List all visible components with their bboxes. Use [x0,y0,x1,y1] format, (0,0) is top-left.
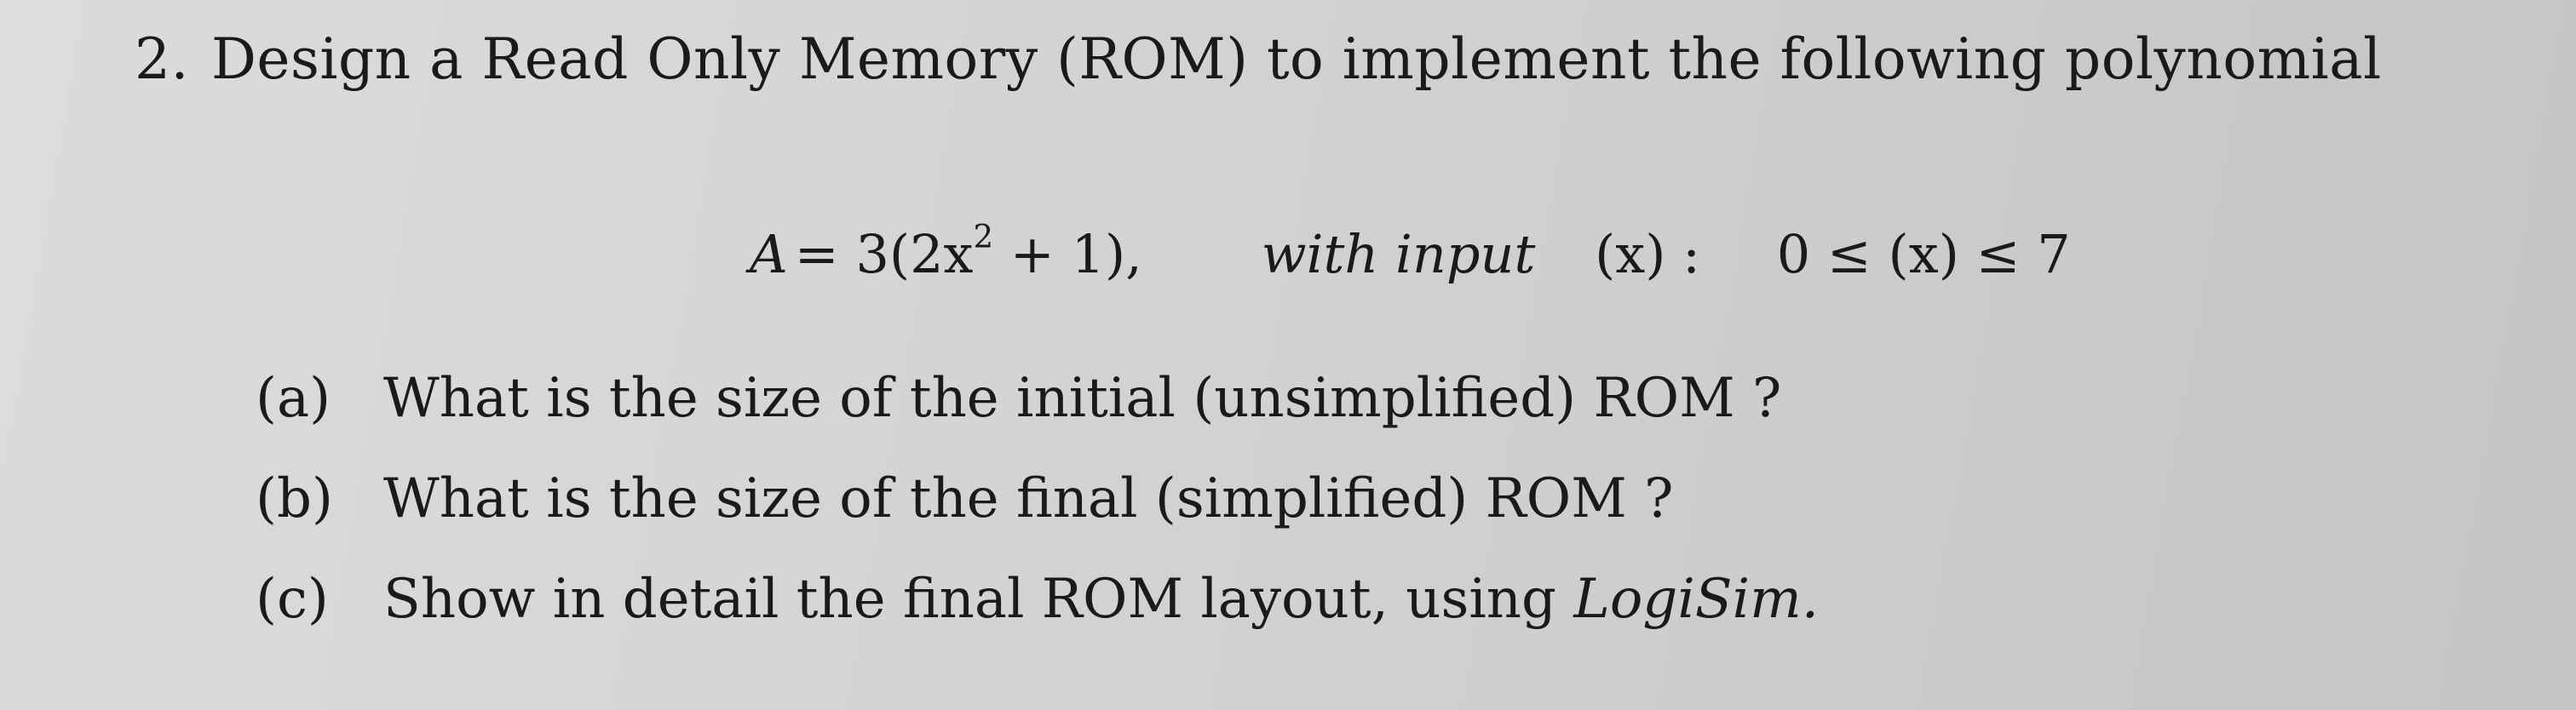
polynomial-equation: A= 3(2x2 + 1), with input (x) : 0 ≤ (x) … [750,220,2071,286]
equation-lhs: A [750,223,788,285]
sub-question-text: What is the size of the initial (unsimpl… [383,367,1782,430]
sub-question-a: (a) What is the size of the initial (unsi… [256,366,1819,467]
sub-question-label: (b) [256,467,333,530]
equation-with-input: with input [1261,223,1536,285]
problem-title-text: Design a Read Only Memory (ROM) to imple… [210,26,2382,92]
sub-question-label: (c) [256,568,329,631]
sub-question-b: (b) What is the size of the final (simpli… [256,467,1819,567]
problem-number: 2. [135,26,189,92]
equation-rhs: = 3(2x [794,223,974,285]
equation-variable: (x) : [1595,223,1701,285]
equation-range: 0 ≤ (x) ≤ 7 [1776,223,2071,285]
problem-heading: 2. Design a Read Only Memory (ROM) to imp… [135,26,2382,93]
sub-question-text: Show in detail the final ROM layout, usi… [383,568,1574,631]
sub-question-c: (c) Show in detail the final ROM layout, … [256,567,1819,667]
sub-question-text: What is the size of the final (simplifie… [383,467,1674,530]
equation-exponent: 2 [973,217,994,255]
sub-questions: (a) What is the size of the initial (unsi… [256,366,1819,667]
logisim-emphasis: LogiSim. [1573,568,1820,631]
equation-rhs-tail: + 1), [993,223,1142,285]
sub-question-label: (a) [256,367,331,430]
